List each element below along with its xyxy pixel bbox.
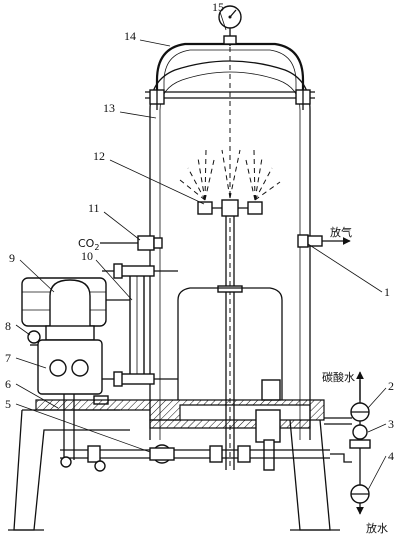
pressure-gauge [218, 5, 242, 46]
co2-inlet [100, 235, 163, 251]
text-labels: CO2 放气 碳酸水 放水 [78, 225, 388, 535]
vent-valve [297, 234, 351, 248]
float-vessel [177, 287, 283, 401]
callout-10: 10 [81, 249, 93, 263]
label-carbonated-water: 碳酸水 [322, 370, 355, 384]
callout-4: 4 [388, 449, 394, 463]
callout-13: 13 [103, 101, 115, 115]
callout-6: 6 [5, 377, 11, 391]
callout-11: 11 [88, 201, 100, 215]
base-frame [8, 399, 340, 531]
callout-15: 15 [212, 0, 224, 14]
leader-lines [15, 11, 387, 491]
label-drain: 放水 [366, 521, 388, 535]
callout-8: 8 [5, 319, 11, 333]
callout-3: 3 [388, 417, 394, 431]
outlet-valves [324, 371, 371, 515]
callout-12: 12 [93, 149, 105, 163]
callout-numbers: 15 14 13 12 11 10 9 8 7 6 5 1 2 3 4 [5, 0, 394, 463]
callout-1: 1 [384, 285, 390, 299]
spray-nozzles [179, 149, 281, 217]
label-vent: 放气 [330, 225, 352, 239]
callout-5: 5 [5, 397, 11, 411]
bottom-water-line [60, 444, 330, 472]
callout-7: 7 [5, 351, 11, 365]
callout-14: 14 [124, 29, 136, 43]
callout-9: 9 [9, 251, 15, 265]
callout-2: 2 [388, 379, 394, 393]
level-gauge [113, 263, 178, 387]
label-co2: CO2 [78, 237, 99, 252]
